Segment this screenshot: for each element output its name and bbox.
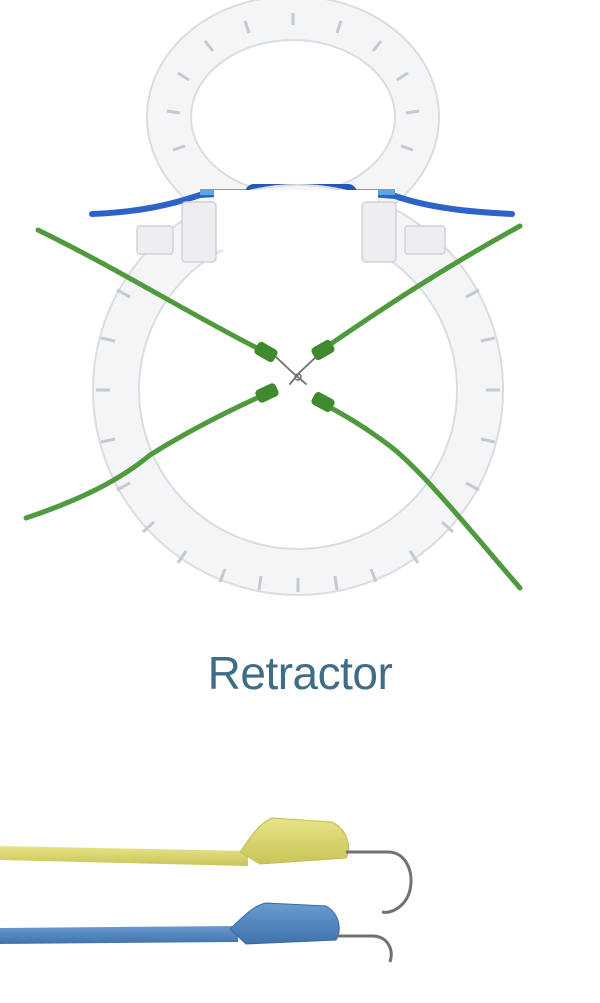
- yellow-hook-stay: [0, 817, 413, 914]
- left-hinge: [136, 201, 217, 263]
- green-stays: [23, 223, 523, 591]
- lower-ring-notches: [96, 288, 500, 592]
- caption-title: Retractor: [207, 647, 393, 699]
- blue-hook-stay: [0, 902, 393, 963]
- lower-ring: [92, 184, 504, 596]
- upper-ring-notches: [166, 13, 420, 152]
- right-hinge: [361, 201, 446, 263]
